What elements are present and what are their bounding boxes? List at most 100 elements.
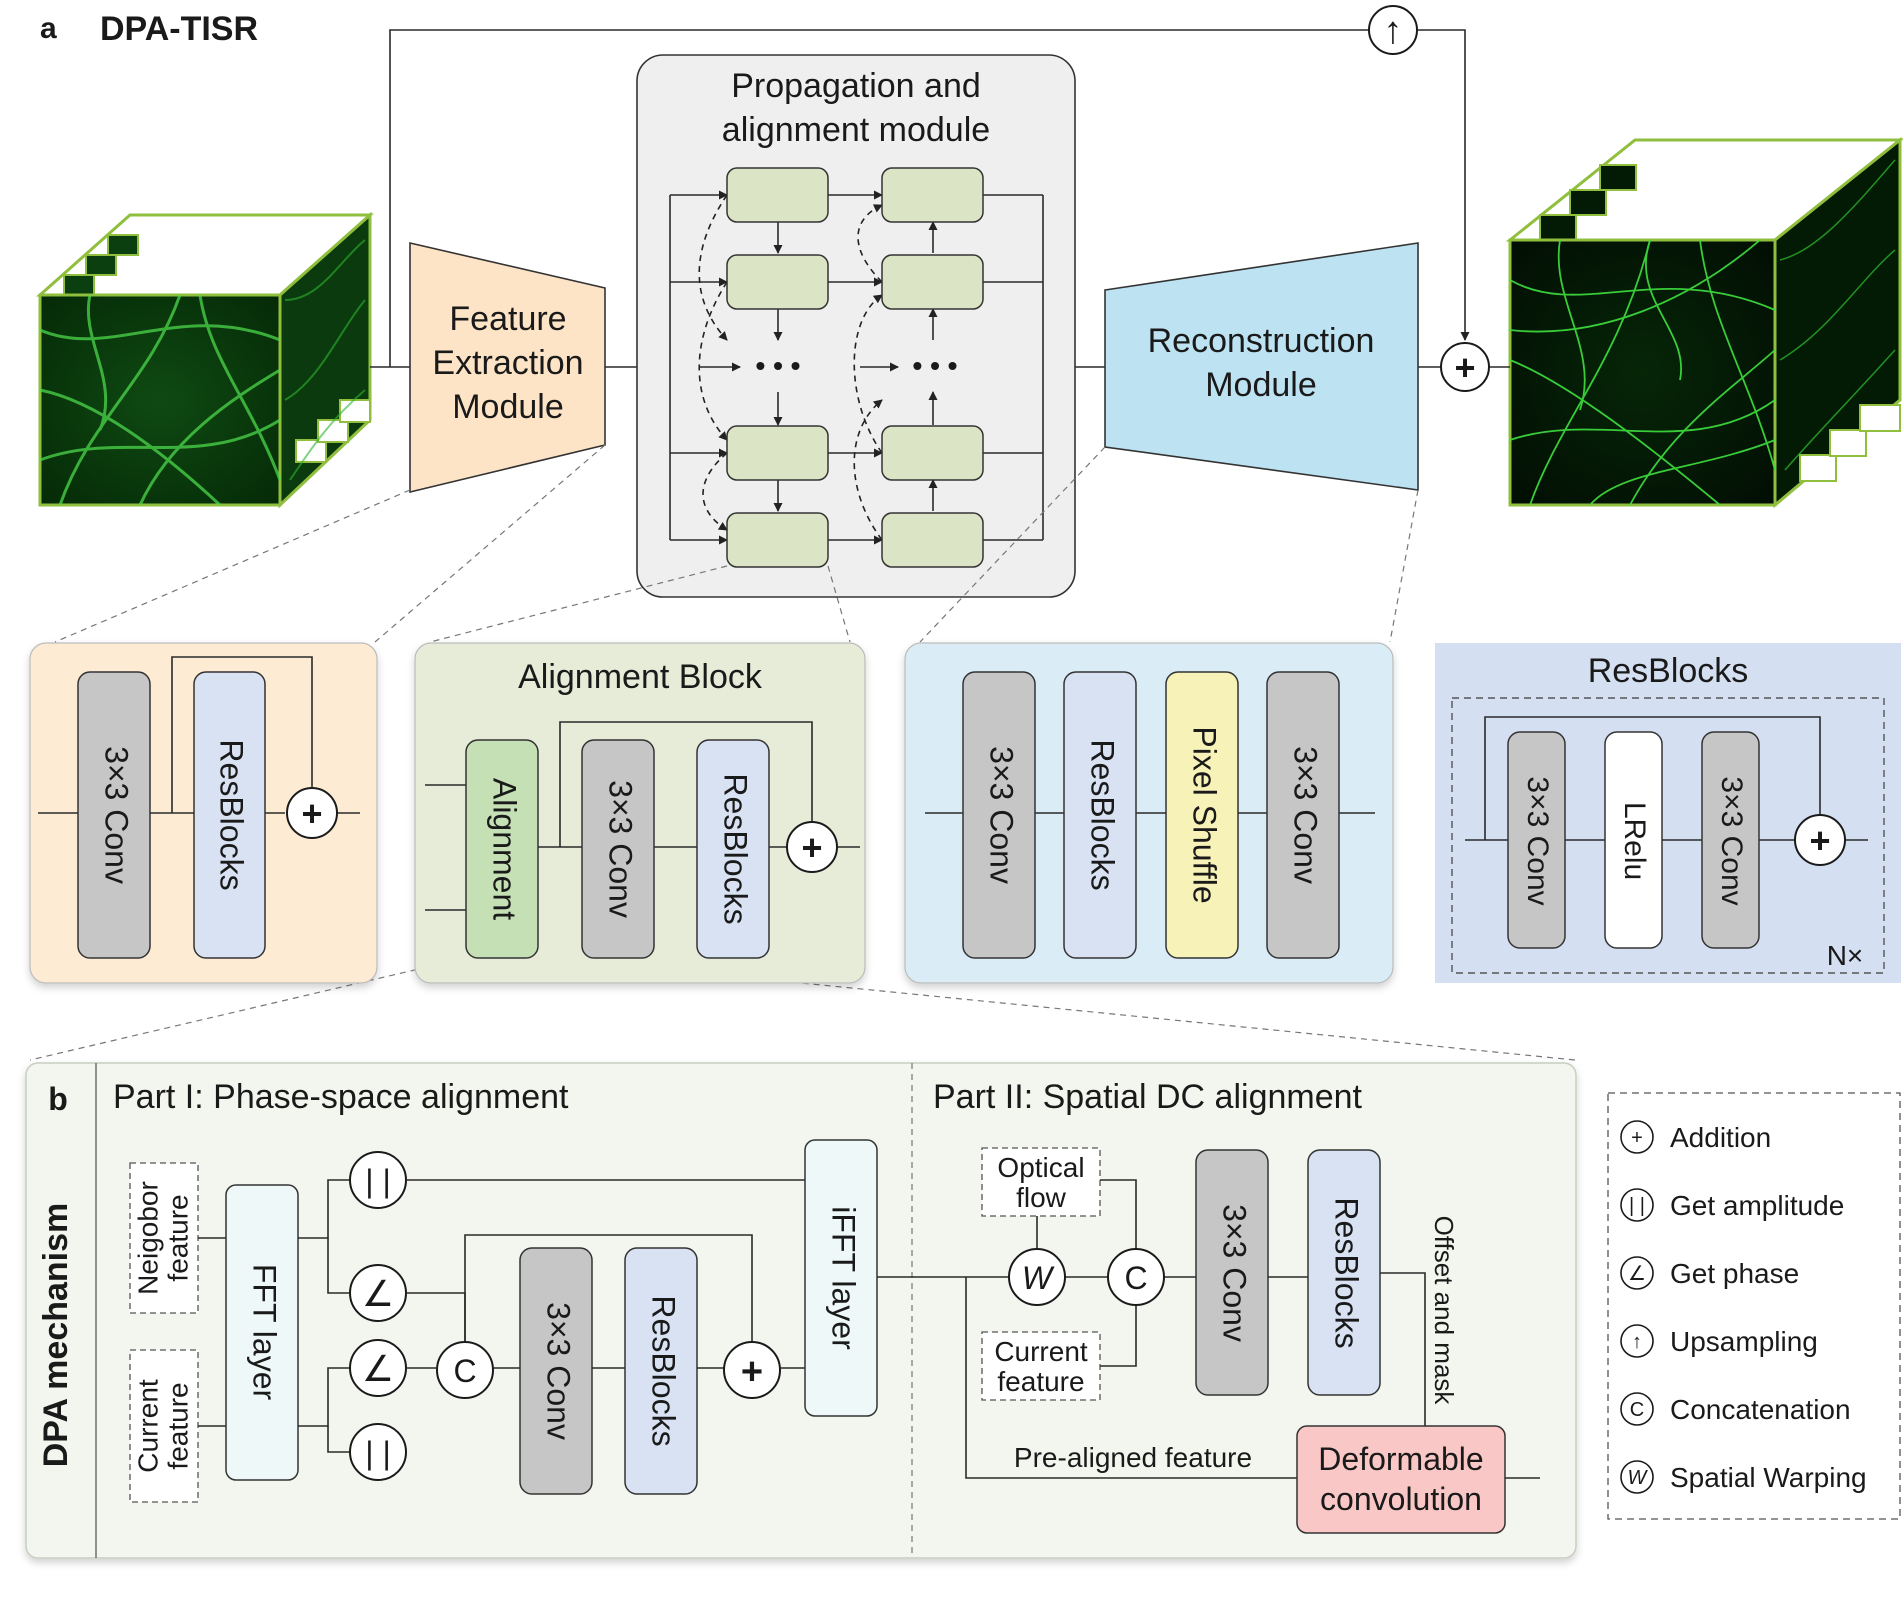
legend-symbol-circle bbox=[1620, 1120, 1654, 1154]
propagation-cell bbox=[881, 167, 984, 223]
resblock-conv1-label: 3×3 Conv bbox=[1521, 776, 1554, 905]
neighbor-feature-line-1: Neigobor bbox=[132, 1181, 163, 1295]
current-feature-box bbox=[129, 1349, 199, 1503]
feature-resblocks-block bbox=[193, 671, 266, 959]
recon-conv1-block bbox=[962, 671, 1036, 959]
svg-text:∠: ∠ bbox=[362, 1348, 394, 1389]
propagation-title-line-1: Propagation and bbox=[731, 67, 981, 105]
recon-resblocks-label: ResBlocks bbox=[1085, 739, 1121, 890]
legend-label: Get amplitude bbox=[1670, 1190, 1844, 1221]
recon-conv1-label: 3×3 Conv bbox=[984, 746, 1020, 884]
offset-mask-label: Offset and mask bbox=[1429, 1216, 1459, 1406]
panel-a-title: DPA-TISR bbox=[100, 10, 258, 48]
stack-steps-right bbox=[1539, 164, 1901, 482]
legend-symbol: | | bbox=[1629, 1195, 1645, 1217]
propagation-ellipsis-left: • • • bbox=[756, 350, 801, 381]
feature-module-line-2: Extraction bbox=[432, 344, 583, 382]
recon-pixel-shuffle-label: Pixel Shuffle bbox=[1187, 726, 1223, 903]
zoom-line bbox=[539, 956, 1576, 1061]
deformable-line-2: convolution bbox=[1320, 1481, 1482, 1517]
addition-op-main: + bbox=[1440, 342, 1490, 392]
deformable-line-1: Deformable bbox=[1318, 1441, 1483, 1477]
propagation-title-line-2: alignment module bbox=[722, 111, 990, 149]
alignment-block-detail: Alignment Block Alignment 3×3 Conv ResBl… bbox=[414, 642, 866, 984]
concat-op-part2: C bbox=[1107, 1248, 1165, 1306]
part2-conv-label: 3×3 Conv bbox=[1217, 1204, 1253, 1342]
concat-op-part1: C bbox=[436, 1341, 494, 1399]
resblock-addition-op: + bbox=[1794, 814, 1846, 866]
optical-flow-line-2: flow bbox=[1016, 1182, 1067, 1213]
panel-b: b DPA mechanism Part I: Phase-space alig… bbox=[25, 1062, 1577, 1559]
ifft-layer-block bbox=[804, 1139, 878, 1417]
amplitude-op-bottom: | | bbox=[349, 1423, 407, 1481]
legend-symbol: ∠ bbox=[1628, 1263, 1646, 1285]
alignment-op-label: Alignment bbox=[487, 778, 523, 920]
legend-symbol-circle bbox=[1620, 1324, 1654, 1358]
svg-text:C: C bbox=[1124, 1260, 1147, 1296]
recon-resblocks-block bbox=[1063, 671, 1137, 959]
skip-connection-line bbox=[389, 29, 1370, 367]
legend-label: Addition bbox=[1670, 1122, 1771, 1153]
recon-conv2-label: 3×3 Conv bbox=[1288, 746, 1324, 884]
resblock-lrelu-label: LRelu bbox=[1618, 802, 1651, 880]
svg-text:C: C bbox=[453, 1353, 476, 1389]
svg-text:+: + bbox=[741, 1351, 763, 1393]
part2-title: Part II: Spatial DC alignment bbox=[933, 1078, 1363, 1116]
legend-symbol-circle bbox=[1620, 1460, 1654, 1494]
optical-flow-line-1: Optical bbox=[997, 1152, 1084, 1183]
part1-resblocks-label: ResBlocks bbox=[646, 1295, 682, 1446]
input-image-stack bbox=[36, 211, 374, 509]
part1-conv-label: 3×3 Conv bbox=[541, 1302, 577, 1440]
legend-item: ∠Get phase bbox=[1620, 1256, 1799, 1290]
zoom-line bbox=[919, 446, 1106, 643]
legend-symbol-circle bbox=[1620, 1392, 1654, 1426]
part1-addition-op: + bbox=[723, 1341, 781, 1399]
legend-label: Spatial Warping bbox=[1670, 1462, 1867, 1493]
zoom-line bbox=[54, 489, 411, 643]
current-feature-line-1: Current bbox=[132, 1379, 163, 1473]
propagation-cell bbox=[726, 512, 829, 568]
resblock-conv2-block bbox=[1701, 731, 1760, 949]
skip-connection-line-2 bbox=[1418, 29, 1470, 341]
propagation-cell bbox=[726, 167, 829, 223]
panel-b-side-label: DPA mechanism bbox=[37, 1203, 75, 1468]
ifft-layer-label: iFFT layer bbox=[826, 1206, 862, 1350]
propagation-cell bbox=[881, 425, 984, 481]
reconstruction-detail: 3×3 Conv ResBlocks Pixel Shuffle 3×3 Con… bbox=[904, 642, 1394, 984]
propagation-cell bbox=[726, 254, 829, 310]
svg-text:∠: ∠ bbox=[362, 1273, 394, 1314]
amplitude-op-top: | | bbox=[349, 1151, 407, 1209]
legend-symbol: C bbox=[1630, 1399, 1644, 1421]
current-feature-line-2: feature bbox=[162, 1382, 193, 1469]
propagation-alignment-module: Propagation and alignment module bbox=[636, 54, 1076, 598]
output-image-stack bbox=[1505, 136, 1903, 509]
resblocks-title: ResBlocks bbox=[1588, 652, 1749, 690]
zoom-line bbox=[827, 565, 851, 643]
propagation-cell bbox=[881, 254, 984, 310]
legend-symbol: + bbox=[1631, 1127, 1643, 1149]
svg-text:| |: | | bbox=[365, 1163, 391, 1199]
resblock-conv1-block bbox=[1507, 731, 1566, 949]
feature-addition-op: + bbox=[286, 787, 338, 839]
recon-conv2-block bbox=[1266, 671, 1340, 959]
part1-title: Part I: Phase-space alignment bbox=[113, 1078, 569, 1116]
neighbor-feature-box bbox=[129, 1162, 199, 1314]
fft-layer-label: FFT layer bbox=[247, 1264, 283, 1401]
recon-pixel-shuffle-block bbox=[1165, 671, 1239, 959]
legend-item: | | Get amplitude bbox=[1620, 1188, 1844, 1222]
legend-symbol: W bbox=[1628, 1467, 1649, 1489]
legend-symbol: ↑ bbox=[1632, 1331, 1642, 1353]
resblocks-detail: ResBlocks 3×3 Conv LRelu 3×3 Conv + N× bbox=[1435, 643, 1901, 983]
zoom-line bbox=[429, 565, 728, 643]
svg-text:+: + bbox=[301, 793, 322, 834]
propagation-cell bbox=[881, 512, 984, 568]
zoom-line bbox=[29, 956, 471, 1061]
recon-module-line-1: Reconstruction bbox=[1148, 322, 1375, 360]
propagation-cell bbox=[726, 425, 829, 481]
alignment-addition-op: + bbox=[786, 821, 838, 873]
alignment-conv-label: 3×3 Conv bbox=[603, 780, 639, 918]
legend-item: ↑Upsampling bbox=[1620, 1324, 1818, 1358]
fft-layer-block bbox=[225, 1184, 299, 1481]
legend-item: W Spatial Warping bbox=[1620, 1460, 1867, 1494]
